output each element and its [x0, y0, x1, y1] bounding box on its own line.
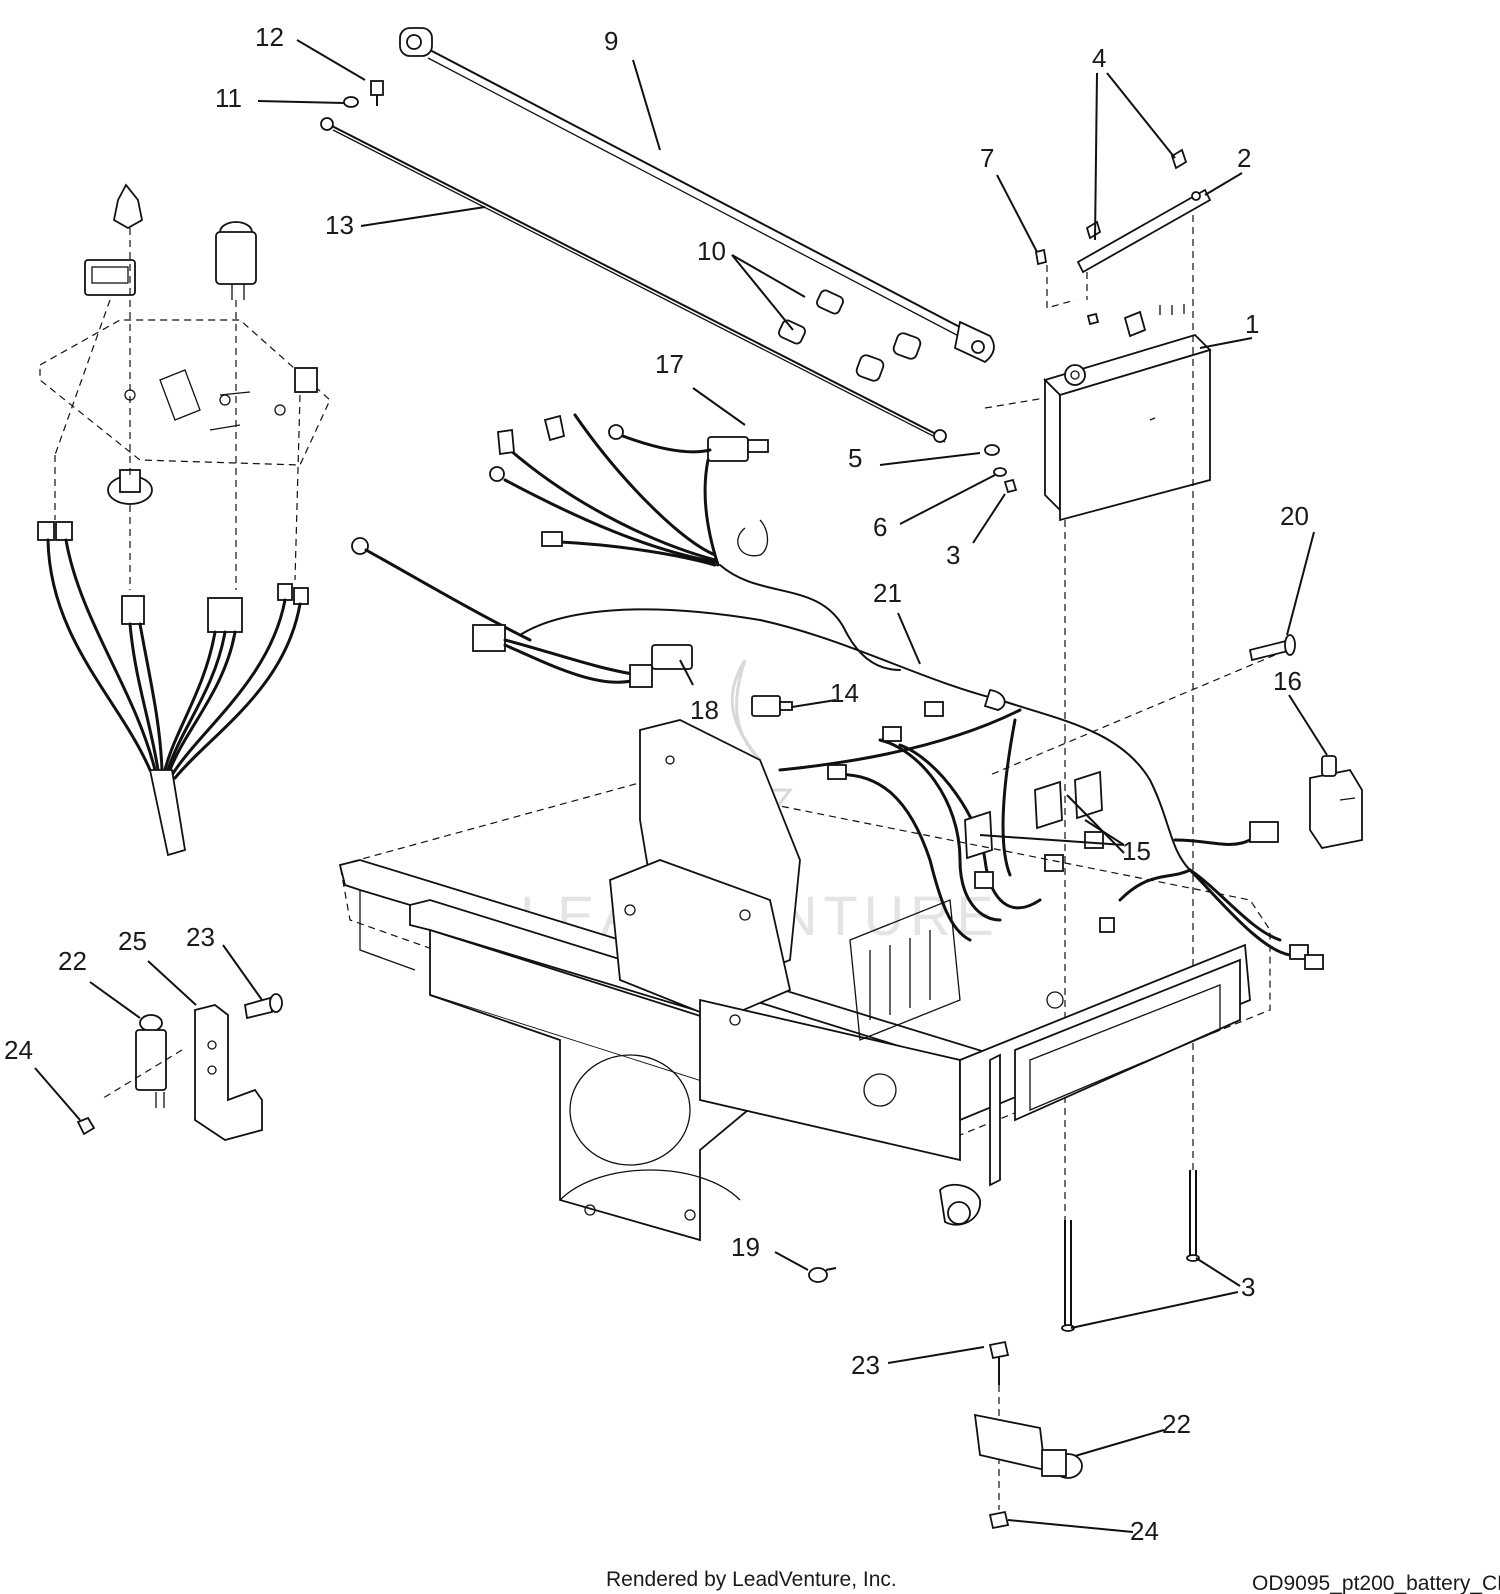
- terminal-hardware: [984, 444, 1018, 494]
- dash-wire-harness: [37, 521, 309, 857]
- dash-panel-assembly: [39, 183, 331, 590]
- callout-17: 17: [655, 349, 684, 379]
- relays: [964, 770, 1104, 889]
- battery-cable-negative: [320, 117, 947, 443]
- callout-11: 11: [215, 83, 242, 113]
- callout-19: 19: [731, 1232, 760, 1262]
- battery-cable-positive: [399, 27, 995, 364]
- callout-25: 25: [118, 926, 147, 956]
- brake-switch-assembly-bottom: [973, 1340, 1083, 1530]
- callout-22-left: 22: [58, 946, 87, 976]
- callout-4: 4: [1092, 43, 1106, 73]
- bolt-and-washer: [343, 80, 384, 108]
- callout-12: 12: [255, 22, 284, 52]
- callout-5: 5: [848, 443, 862, 473]
- callout-23-left: 23: [186, 922, 215, 952]
- callout-20: 20: [1280, 501, 1309, 531]
- seat-switch: [751, 695, 793, 717]
- callout-2: 2: [1237, 143, 1251, 173]
- battery-hold-down: [1034, 148, 1212, 326]
- terminal-boots: [778, 289, 922, 382]
- callout-21: 21: [873, 578, 902, 608]
- callout-3-battery: 3: [946, 540, 960, 570]
- callout-18: 18: [690, 695, 719, 725]
- callout-14: 14: [830, 678, 859, 708]
- callout-labels: 1 2 3 3 4 5 6 7 9 10 11 12 13 14 15 16 1…: [4, 22, 1309, 1546]
- leader-lines: [34, 39, 1328, 1533]
- callout-15: 15: [1122, 836, 1151, 866]
- chassis-frame: [338, 719, 1271, 1242]
- callout-7: 7: [980, 143, 994, 173]
- callout-10: 10: [697, 236, 726, 266]
- callout-22-bottom: 22: [1162, 1409, 1191, 1439]
- callout-1: 1: [1245, 309, 1259, 339]
- callout-23-bottom: 23: [851, 1350, 880, 1380]
- callout-9: 9: [604, 26, 618, 56]
- interlock-switch: [989, 634, 1363, 850]
- callout-3-rods: 3: [1241, 1272, 1255, 1302]
- brake-switch-assembly-left: [76, 993, 283, 1141]
- main-wire-harness: [489, 413, 901, 671]
- callout-24-bottom: 24: [1130, 1516, 1159, 1546]
- diagram-id: OD9095_pt200_battery_CE: [1252, 1572, 1500, 1594]
- callout-13: 13: [325, 210, 354, 240]
- battery: [984, 310, 1212, 522]
- wire-clip: [808, 1267, 837, 1283]
- callout-16: 16: [1273, 666, 1302, 696]
- callout-24-left: 24: [4, 1035, 33, 1065]
- footer: Rendered by LeadVenture, Inc. OD9095_pt2…: [606, 1568, 1500, 1594]
- rendered-by-text: Rendered by LeadVenture, Inc.: [606, 1568, 897, 1591]
- callout-6: 6: [873, 512, 887, 542]
